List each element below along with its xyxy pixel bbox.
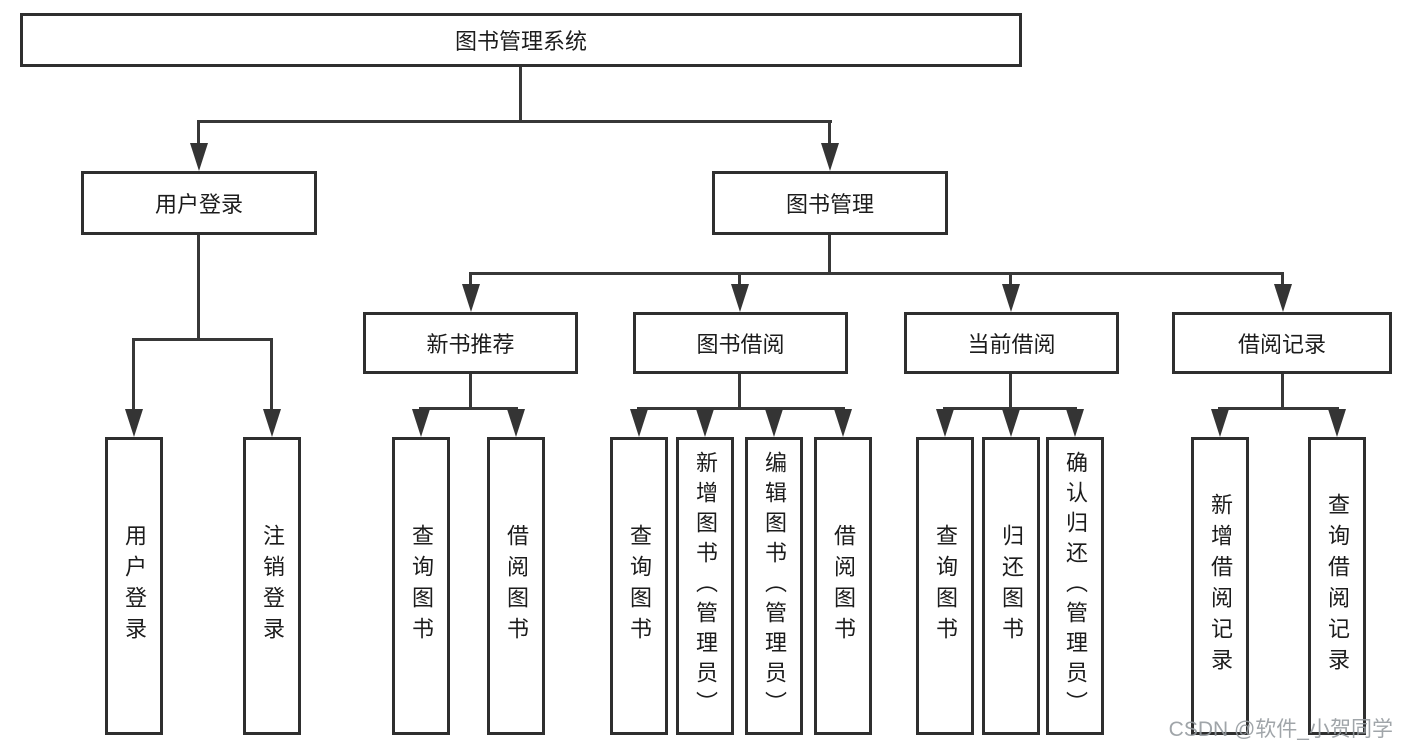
connector-l3-drop — [1009, 272, 1012, 288]
node-book-borrowing-label: 图书借阅 — [696, 332, 785, 357]
connector-user-login-bar — [132, 338, 273, 341]
connector-user-login-drop — [197, 120, 200, 147]
arrow-down-l3 — [462, 284, 480, 312]
arrow-down-leaf — [936, 409, 954, 437]
arrow-down-leaf — [507, 409, 525, 437]
connector-records-stem — [1281, 374, 1284, 410]
arrow-down-leaf — [1066, 409, 1084, 437]
leaf-query-books-2: 查询图书 — [610, 437, 668, 735]
leaf-borrow-books-2: 借阅图书 — [814, 437, 872, 735]
leaf-query-books-2-label: 查询图书 — [627, 524, 652, 648]
node-book-borrowing: 图书借阅 — [633, 312, 848, 374]
leaf-query-books-1: 查询图书 — [392, 437, 450, 735]
arrow-down-leaf — [696, 409, 714, 437]
connector-book-mgmt-bar — [469, 272, 1284, 275]
leaf-edit-books-admin-label: 编辑图书（管理员） — [762, 451, 787, 721]
leaf-add-books-admin: 新增图书（管理员） — [676, 437, 734, 735]
leaf-return-books: 归还图书 — [982, 437, 1040, 735]
leaf-edit-books-admin: 编辑图书（管理员） — [745, 437, 803, 735]
leaf-add-books-admin-label: 新增图书（管理员） — [693, 451, 718, 721]
connector-records-bar — [1218, 407, 1339, 410]
arrow-down-leaf — [834, 409, 852, 437]
node-current-borrowing: 当前借阅 — [904, 312, 1119, 374]
node-library-system-label: 图书管理系统 — [454, 29, 587, 54]
arrow-down-leaf — [263, 409, 281, 437]
leaf-logout: 注销登录 — [243, 437, 301, 735]
connector-bookborrow-stem — [738, 374, 741, 410]
node-borrowing-records-label: 借阅记录 — [1237, 332, 1326, 357]
leaf-query-books-1-label: 查询图书 — [409, 524, 434, 648]
arrow-down-leaf — [1002, 409, 1020, 437]
arrow-down-leaf — [125, 409, 143, 437]
connector-leaf-drop — [132, 338, 135, 411]
connector-newbook-stem — [469, 374, 472, 410]
connector-newbook-bar — [419, 407, 518, 410]
leaf-confirm-return-admin: 确认归还（管理员） — [1046, 437, 1104, 735]
arrow-down-leaf — [630, 409, 648, 437]
arrow-down-l3 — [1002, 284, 1020, 312]
leaf-query-books-3-label: 查询图书 — [933, 524, 958, 648]
node-new-book-recommend: 新书推荐 — [363, 312, 578, 374]
arrow-down-user-login — [190, 143, 208, 171]
leaf-borrow-books-1-label: 借阅图书 — [504, 524, 529, 648]
node-library-system: 图书管理系统 — [20, 13, 1022, 67]
arrow-down-l3 — [731, 284, 749, 312]
leaf-query-borrow-record: 查询借阅记录 — [1308, 437, 1366, 735]
leaf-add-borrow-record: 新增借阅记录 — [1191, 437, 1249, 735]
connector-book-mgmt-stem — [828, 235, 831, 275]
node-book-management-label: 图书管理 — [785, 192, 874, 217]
connector-leaf-drop — [270, 338, 273, 411]
connector-l3-drop — [738, 272, 741, 288]
connector-user-login-stem — [197, 235, 200, 341]
csdn-watermark: CSDN @软件_小贺同学 — [1168, 718, 1393, 741]
leaf-user-login-label: 用户登录 — [122, 524, 147, 648]
node-current-borrowing-label: 当前借阅 — [967, 332, 1056, 357]
leaf-add-borrow-record-label: 新增借阅记录 — [1208, 493, 1233, 679]
leaf-return-books-label: 归还图书 — [999, 524, 1024, 648]
connector-book-mgmt-drop — [828, 120, 831, 147]
leaf-logout-label: 注销登录 — [260, 524, 285, 648]
node-user-login-label: 用户登录 — [154, 192, 243, 217]
leaf-borrow-books-1: 借阅图书 — [487, 437, 545, 735]
node-borrowing-records: 借阅记录 — [1172, 312, 1392, 374]
arrow-down-book-mgmt — [821, 143, 839, 171]
leaf-user-login: 用户登录 — [105, 437, 163, 735]
connector-l3-drop — [1281, 272, 1284, 288]
connector-root-stem — [519, 67, 522, 123]
connector-l3-drop — [469, 272, 472, 288]
connector-root-bar — [197, 120, 832, 123]
arrow-down-leaf — [1328, 409, 1346, 437]
arrow-down-l3 — [1274, 284, 1292, 312]
leaf-confirm-return-admin-label: 确认归还（管理员） — [1063, 451, 1088, 721]
arrow-down-leaf — [412, 409, 430, 437]
leaf-query-borrow-record-label: 查询借阅记录 — [1325, 493, 1350, 679]
connector-currentborrow-stem — [1009, 374, 1012, 410]
arrow-down-leaf — [765, 409, 783, 437]
leaf-borrow-books-2-label: 借阅图书 — [831, 524, 856, 648]
arrow-down-leaf — [1211, 409, 1229, 437]
node-user-login: 用户登录 — [81, 171, 317, 235]
node-new-book-recommend-label: 新书推荐 — [426, 332, 515, 357]
connector-bookborrow-bar — [637, 407, 845, 410]
node-book-management: 图书管理 — [712, 171, 948, 235]
leaf-query-books-3: 查询图书 — [916, 437, 974, 735]
